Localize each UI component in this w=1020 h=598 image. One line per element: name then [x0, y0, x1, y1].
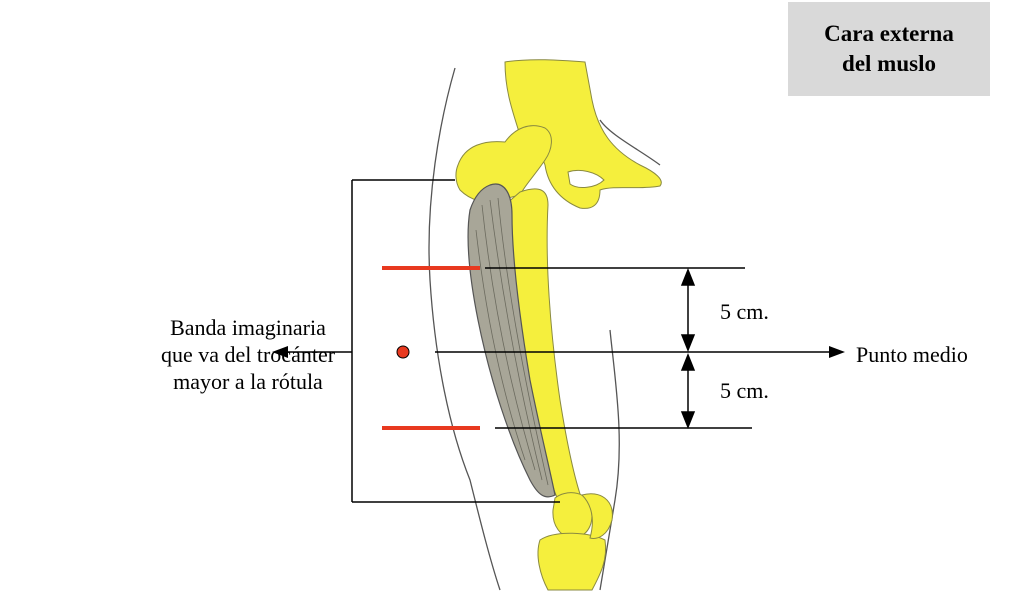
band-label-line-1: Banda imaginaria: [98, 314, 398, 341]
band-label-line-2: que va del trocánter: [98, 341, 398, 368]
title-box: Cara externa del muslo: [788, 2, 990, 96]
lower-distance-label: 5 cm.: [720, 377, 769, 404]
tibia-head: [538, 533, 606, 590]
title-line-1: Cara externa: [824, 19, 954, 49]
midpoint-arrowhead: [829, 346, 845, 358]
midpoint-label: Punto medio: [856, 341, 968, 368]
band-label: Banda imaginaria que va del trocánter ma…: [98, 314, 398, 395]
title-line-2: del muslo: [842, 49, 936, 79]
upper-distance-label: 5 cm.: [720, 298, 769, 325]
midpoint-dot: [397, 346, 409, 358]
band-label-line-3: mayor a la rótula: [98, 368, 398, 395]
dimension-arrows: [682, 270, 694, 427]
